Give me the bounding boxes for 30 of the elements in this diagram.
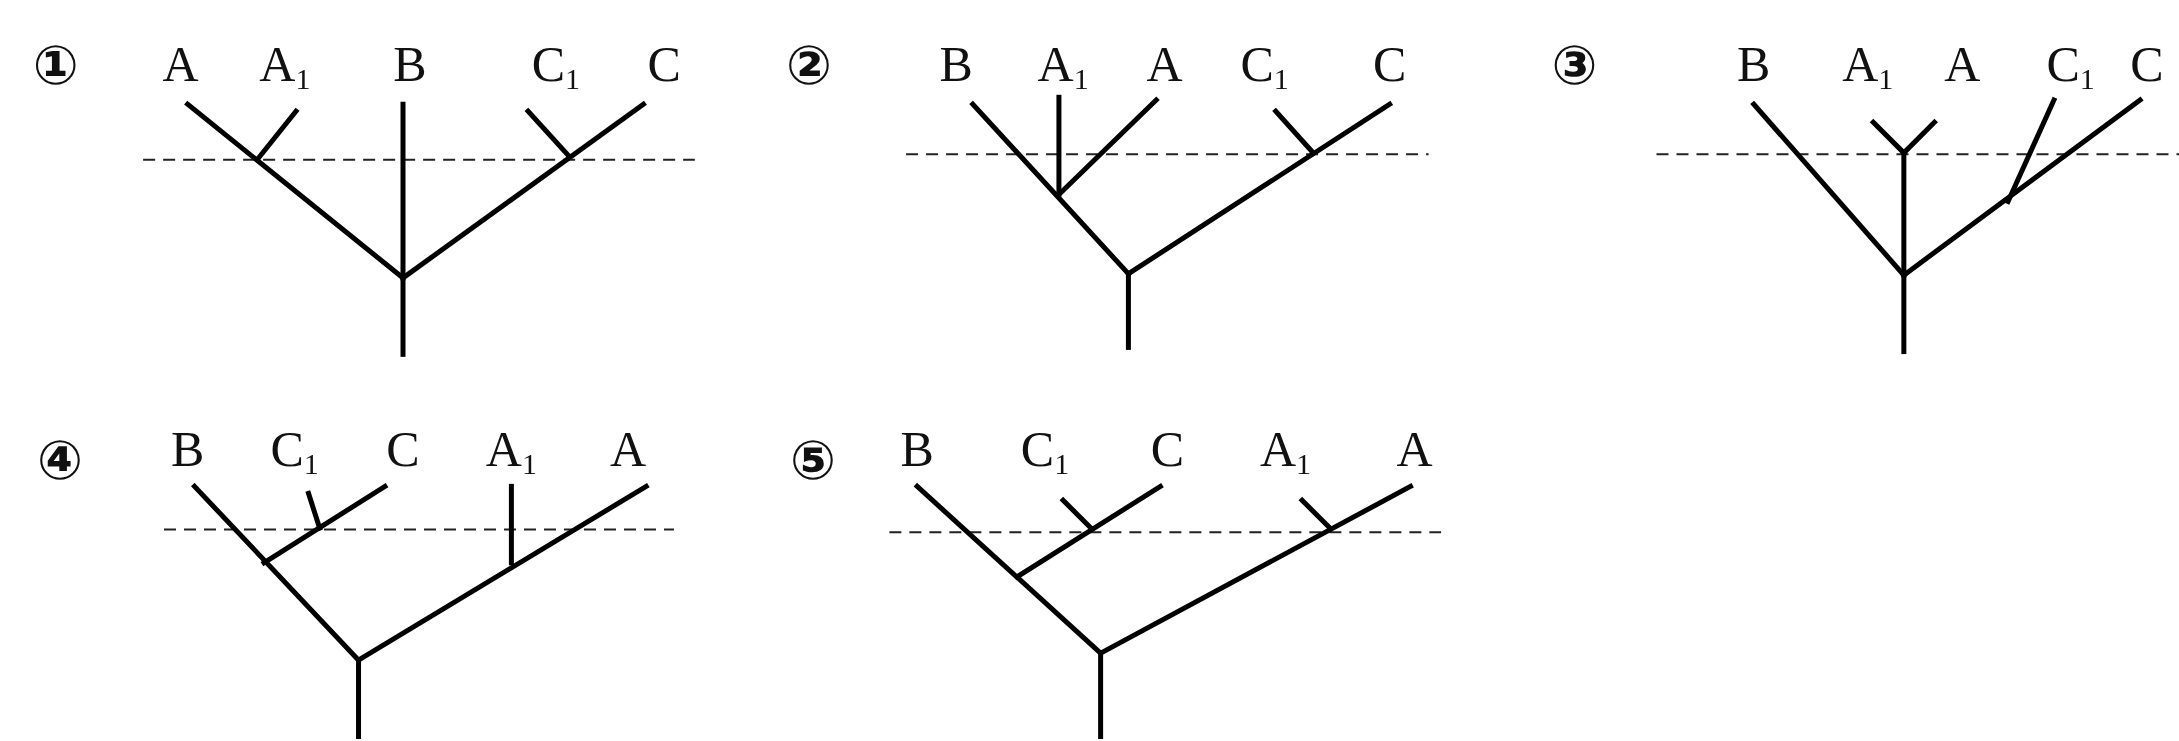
taxon-label: A$_{1}$ bbox=[1037, 38, 1089, 94]
taxon-label: C$_{1}$ bbox=[531, 38, 581, 94]
panel-number: ① bbox=[32, 38, 79, 93]
taxon-label: C bbox=[1150, 423, 1184, 474]
taxon-label: A$_{1}$ bbox=[259, 38, 311, 94]
taxon-label: C bbox=[647, 38, 681, 89]
taxon-label: B bbox=[393, 38, 427, 89]
taxon-label: A bbox=[1146, 38, 1183, 89]
taxon-label: C$_{1}$ bbox=[1240, 38, 1289, 94]
taxon-label: A bbox=[1396, 423, 1433, 474]
taxon-label: C$_{1}$ bbox=[270, 423, 319, 479]
panel-number: ④ bbox=[36, 433, 83, 488]
taxon-label: C$_{1}$ bbox=[2046, 38, 2095, 94]
taxon-label: C bbox=[2130, 38, 2164, 89]
taxon-label: A bbox=[1944, 38, 1981, 89]
taxon-label: A$_{1}$ bbox=[485, 423, 537, 479]
panel-number: ② bbox=[785, 38, 832, 93]
taxon-label: A$_{1}$ bbox=[1842, 38, 1894, 94]
taxon-label: B bbox=[939, 38, 973, 89]
taxon-label: B bbox=[900, 423, 934, 474]
taxon-label: C$_{1}$ bbox=[1020, 423, 1070, 479]
taxon-label: A$_{1}$ bbox=[1259, 423, 1311, 479]
taxon-label: B bbox=[1737, 38, 1771, 89]
taxon-label: B bbox=[170, 423, 205, 474]
panel-number: ⑤ bbox=[790, 433, 836, 488]
taxon-label: C bbox=[1373, 38, 1407, 89]
panel-number: ③ bbox=[1551, 38, 1598, 93]
taxon-label: A bbox=[610, 423, 647, 474]
taxon-label: C bbox=[386, 423, 420, 474]
taxon-label: A bbox=[162, 38, 199, 89]
